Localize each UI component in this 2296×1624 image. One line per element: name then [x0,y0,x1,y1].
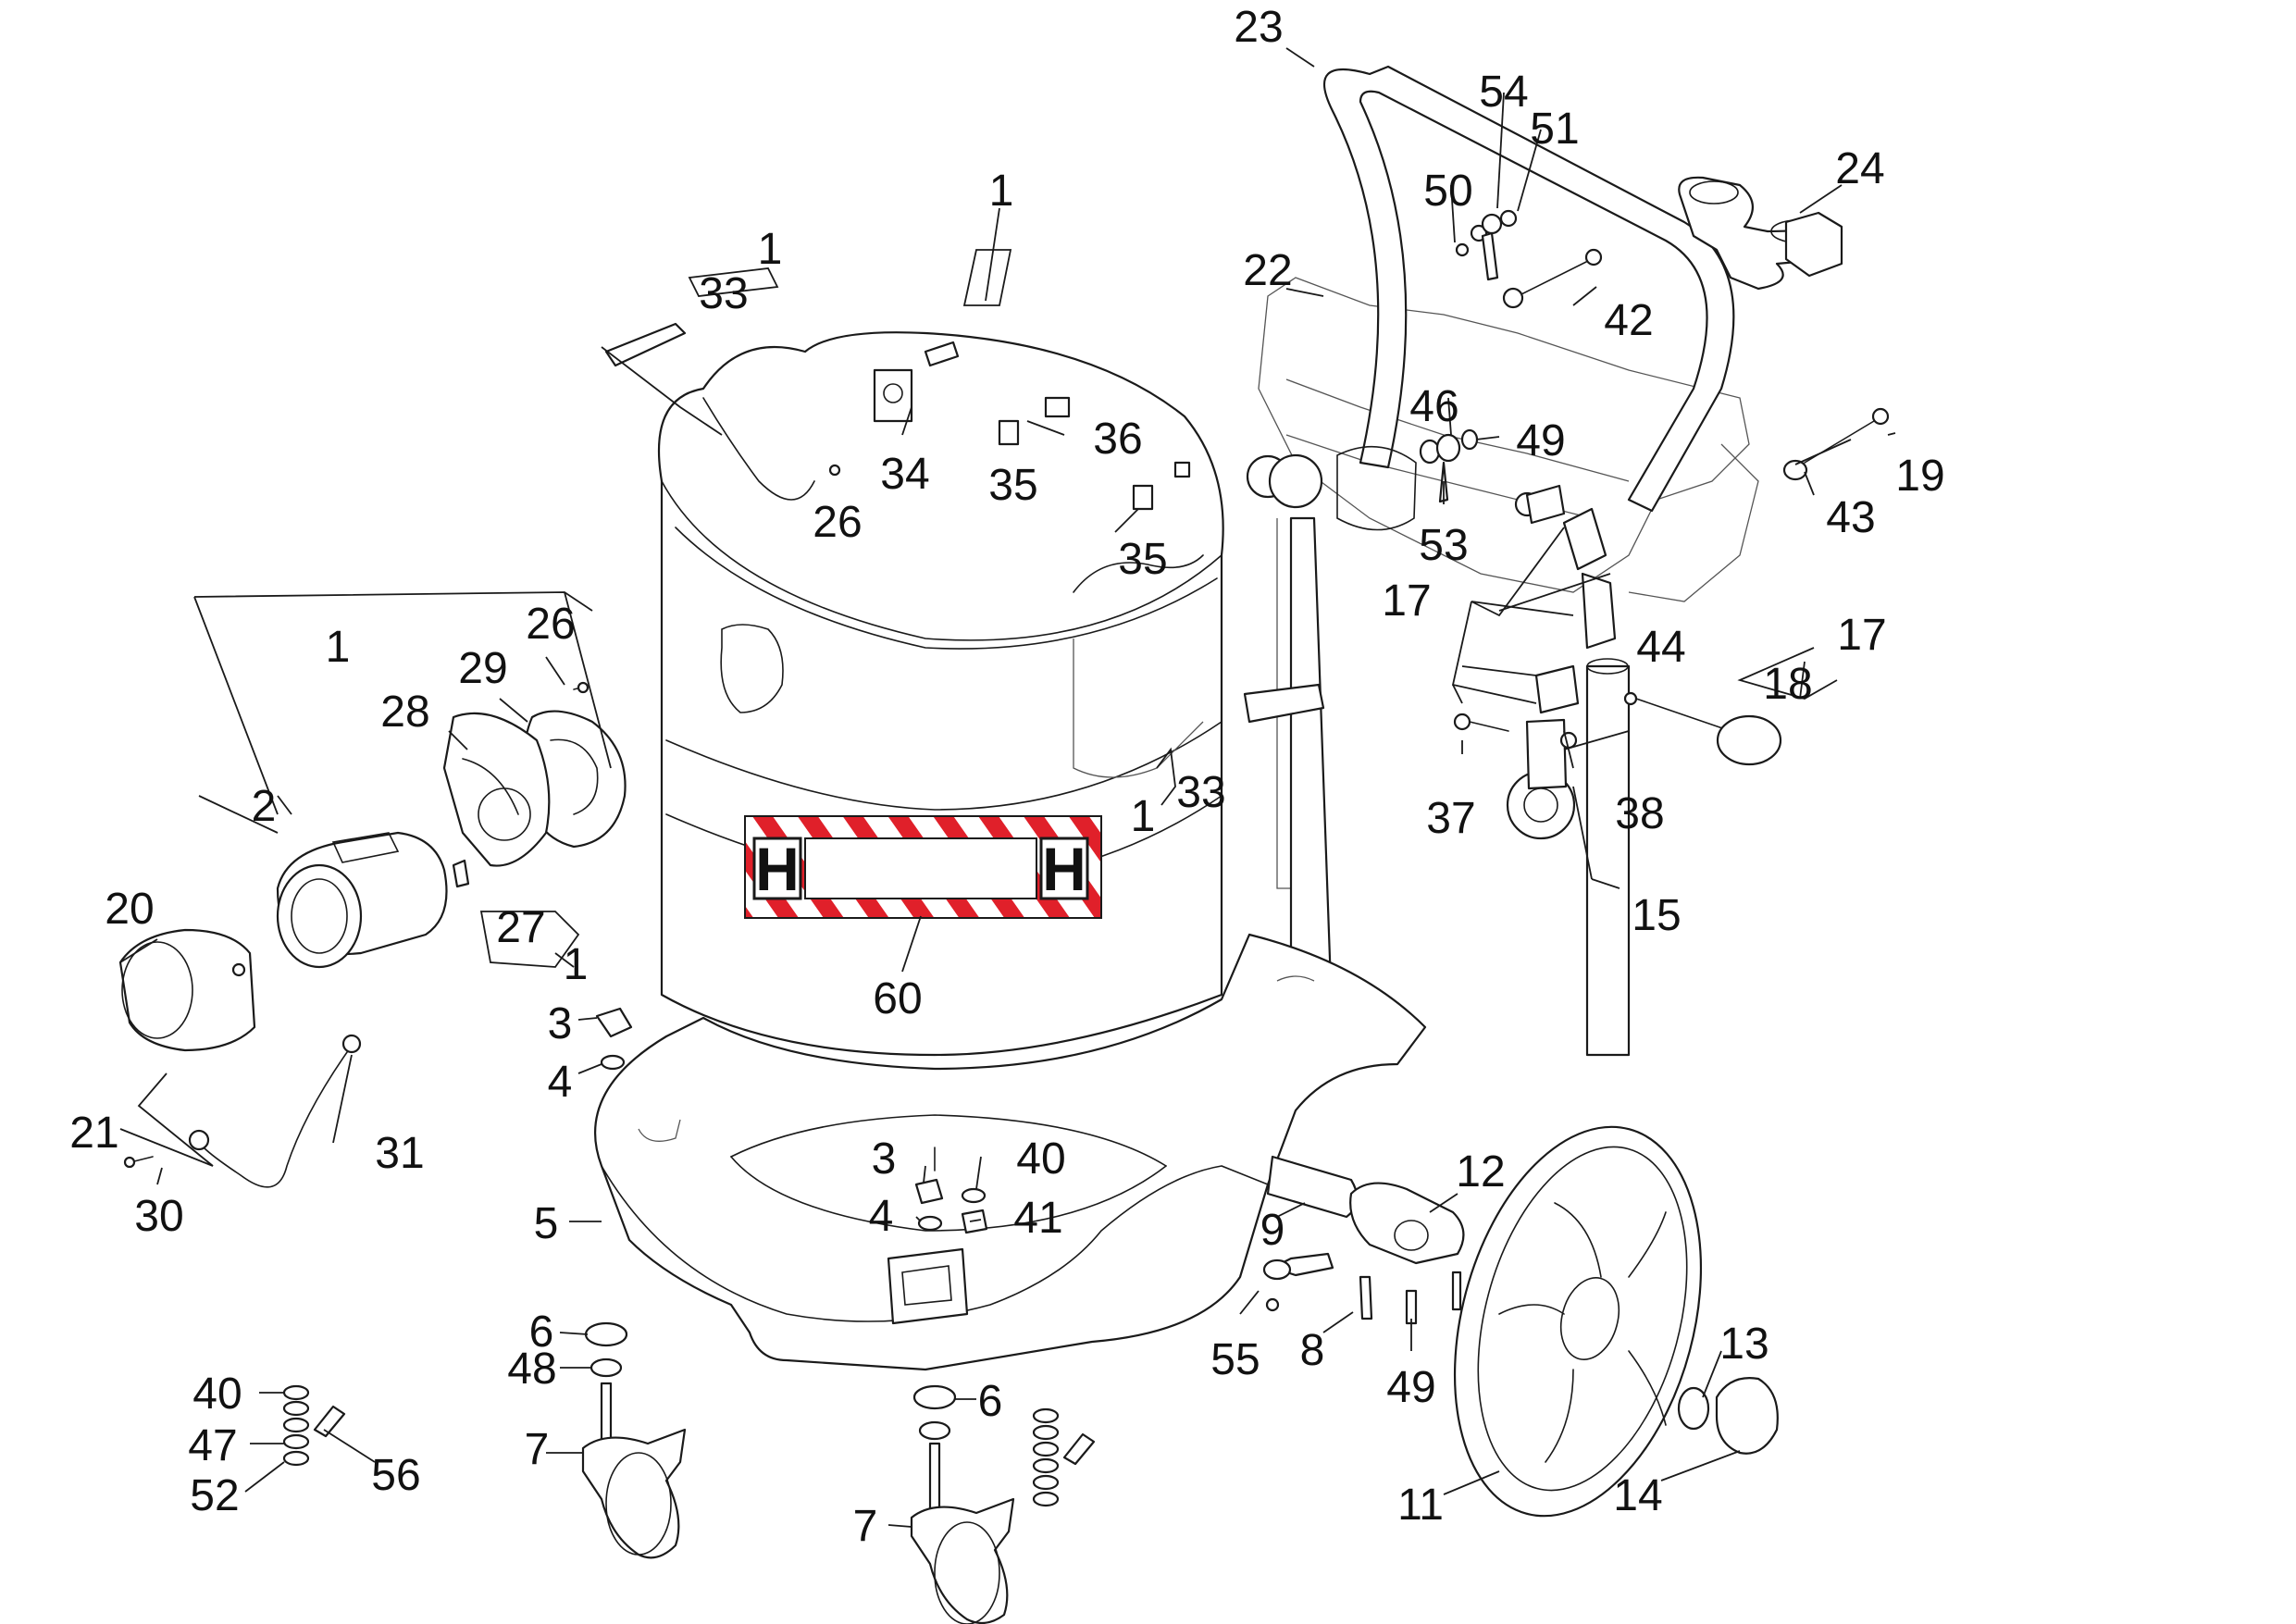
leader-lines [119,47,1896,1528]
callout-54: 54 [1479,68,1528,117]
callout-52: 52 [190,1471,239,1520]
callout-49-b: 49 [1386,1363,1435,1412]
callout-47: 47 [188,1421,237,1470]
callout-15: 15 [1632,891,1681,940]
callout-20: 20 [105,885,154,934]
callout-2: 2 [252,782,277,831]
callout-1-d: 1 [564,940,589,989]
callout-33-b: 33 [1176,768,1225,817]
rear-wheel [1453,1125,1779,1518]
hose-inlet-assembly [118,681,627,1188]
callout-53: 53 [1419,521,1468,570]
callout-18: 18 [1763,660,1812,709]
callout-48: 48 [507,1345,556,1394]
callout-19: 19 [1895,452,1944,501]
callout-28: 28 [380,688,429,737]
callout-1-a: 1 [758,225,783,274]
callout-50: 50 [1423,167,1472,216]
caster-fastener-stack-left [282,1384,346,1467]
callout-42: 42 [1604,296,1653,345]
hazard-letter-right: H [1042,835,1086,903]
front-casters [282,1321,1096,1624]
callout-21: 21 [69,1109,118,1158]
callout-7-b: 7 [853,1502,878,1551]
callout-29: 29 [458,644,507,693]
callout-22: 22 [1243,246,1292,295]
callout-35-a: 35 [988,461,1037,510]
hazard-letter-left: H [755,835,800,903]
callout-40-b: 40 [192,1370,242,1419]
callout-13: 13 [1719,1320,1769,1369]
small-fasteners [595,1007,988,1234]
tank-drum [604,322,1325,1057]
callout-55: 55 [1210,1335,1260,1384]
callout-26-b: 26 [526,600,575,649]
top-hardware [1419,209,1890,503]
callout-23: 23 [1234,3,1283,52]
callout-33-a: 33 [699,269,748,318]
axle-assembly [1262,1155,1465,1325]
callout-labels: 23 54 51 50 24 1 1 33 22 42 46 49 19 43 … [69,3,1944,1551]
callout-4-a: 4 [548,1058,573,1107]
callout-6-a: 6 [529,1308,554,1357]
callout-44: 44 [1636,623,1685,672]
callout-3-a: 3 [548,999,573,1048]
callout-43: 43 [1826,493,1875,542]
caster-fastener-stack-right [1032,1407,1096,1507]
callout-7-a: 7 [525,1425,550,1474]
callout-9: 9 [1260,1206,1285,1255]
callout-12: 12 [1456,1147,1505,1196]
callout-60: 60 [873,974,922,1023]
callout-6-b: 6 [978,1377,1003,1426]
callout-37: 37 [1426,794,1475,843]
callout-3-b: 3 [872,1134,897,1184]
callout-5: 5 [534,1199,559,1248]
callout-27: 27 [496,903,545,952]
callout-4-b: 4 [869,1192,894,1241]
callout-1-top: 1 [989,167,1014,216]
callout-1-b: 1 [326,623,351,672]
callout-40-a: 40 [1016,1134,1065,1184]
callout-38: 38 [1615,789,1664,838]
callout-34: 34 [880,450,929,499]
callout-17-a: 17 [1382,576,1431,626]
callout-31: 31 [375,1129,424,1178]
callout-14: 14 [1613,1471,1662,1520]
callout-17-b: 17 [1837,611,1886,660]
callout-30: 30 [134,1192,183,1241]
callout-36: 36 [1093,415,1142,464]
callout-41: 41 [1013,1194,1062,1243]
callout-46: 46 [1409,382,1458,431]
callout-49-a: 49 [1516,416,1565,465]
callout-8: 8 [1300,1326,1325,1375]
hazard-class-label: H H [744,815,1102,919]
accessory-holder [1678,176,1843,291]
callout-35-b: 35 [1118,535,1167,584]
callout-1-c: 1 [1131,792,1156,841]
callout-56: 56 [371,1451,420,1500]
chassis-base [594,933,1427,1371]
push-handle [1246,65,1735,1045]
callout-24: 24 [1835,144,1884,193]
callout-51: 51 [1530,105,1579,154]
callout-11: 11 [1397,1481,1444,1530]
height-adjust-mechanism [1453,484,1782,1057]
callout-26-a: 26 [813,498,862,547]
